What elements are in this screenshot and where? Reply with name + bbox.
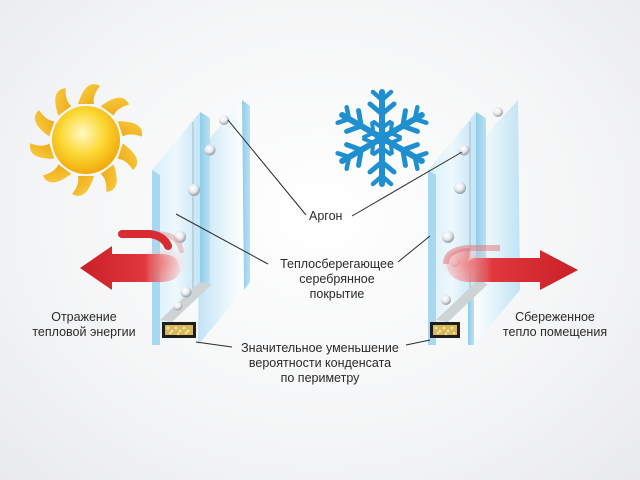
argon-bubbles-left [173,115,229,311]
leader-lines [175,119,463,348]
saved-heat-arrow [438,245,578,290]
snowflake-icon [336,92,428,184]
spacer-desiccant-right [430,322,460,338]
sun-icon [29,84,143,196]
reflection-label: Отражение тепловой энергии [32,310,136,339]
argon-bubbles-right [441,107,503,305]
spacer-desiccant-left [162,322,196,338]
coating-label: Теплосберегающее серебрянное покрытие [280,257,394,301]
right-window [428,100,520,345]
left-window [152,100,250,345]
argon-label: Аргон [309,209,343,223]
saved-heat-label: Сбереженное тепло помещения [502,310,608,339]
heat-reflection-arrow [80,230,188,290]
condensation-label: Значительное уменьшение вероятности конд… [241,341,399,385]
